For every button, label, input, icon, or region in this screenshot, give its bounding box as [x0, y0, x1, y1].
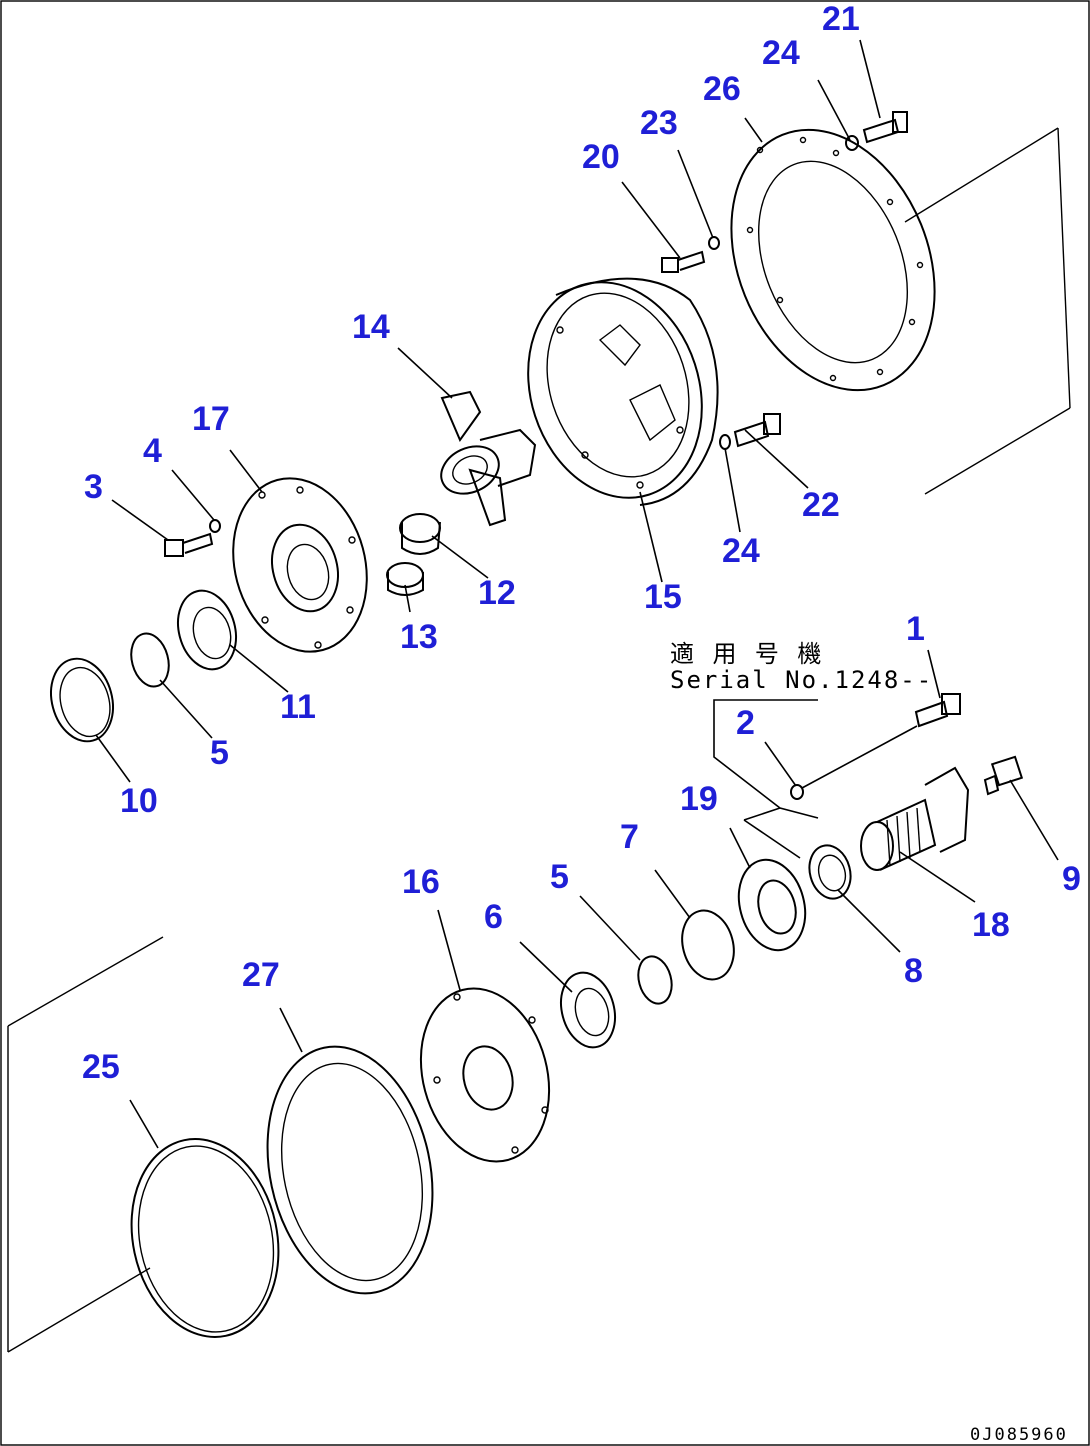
callout-18: 18 — [972, 906, 1010, 944]
part-12-bushing — [399, 513, 441, 555]
part-27-gasket — [266, 1045, 434, 1295]
callout-7: 7 — [620, 818, 639, 856]
callout-21: 21 — [822, 0, 860, 38]
callout-20: 20 — [582, 138, 620, 176]
callout-15: 15 — [644, 578, 682, 616]
part-4-washer — [209, 519, 221, 533]
callout-25: 25 — [82, 1048, 120, 1086]
callout-10: 10 — [120, 782, 158, 820]
part-1-bolt — [914, 693, 961, 728]
part-26-gasket — [730, 128, 936, 392]
part-25-o-ring — [130, 1138, 280, 1338]
part-18-shaft — [860, 766, 970, 871]
part-24-washer-lower — [719, 434, 731, 450]
part-3-bolt — [164, 532, 214, 557]
part-6-bearing — [560, 971, 616, 1049]
part-24-washer-upper — [845, 135, 859, 151]
part-10-seal — [50, 657, 114, 743]
section-boundary-upper — [904, 127, 1071, 495]
part-21-bolt — [862, 111, 908, 144]
callout-16: 16 — [402, 863, 440, 901]
callout-22: 22 — [802, 486, 840, 524]
callout-11: 11 — [280, 688, 316, 726]
callout-26: 26 — [703, 70, 741, 108]
callout-5-upper: 5 — [210, 734, 229, 772]
part-8-bearing — [808, 844, 852, 900]
callout-23: 23 — [640, 104, 678, 142]
part-17-cover — [232, 477, 368, 653]
part-11-bearing — [177, 589, 237, 671]
part-9-plug — [983, 755, 1024, 796]
callout-14: 14 — [352, 308, 390, 346]
section-boundary-lower — [7, 936, 164, 1353]
part-5-snap-ring-lower — [637, 955, 673, 1005]
part-16-plate — [419, 987, 551, 1163]
callout-17: 17 — [192, 400, 230, 438]
part-2-washer — [790, 784, 804, 800]
callout-24-lower: 24 — [722, 532, 760, 570]
serial-note-line2: Serial No.1248-- — [670, 666, 933, 694]
callout-5-lower: 5 — [550, 858, 569, 896]
callout-4: 4 — [143, 432, 162, 470]
serial-note-line1: 適 用 号 機 — [670, 640, 823, 668]
callout-8: 8 — [904, 952, 923, 990]
callout-24-upper: 24 — [762, 34, 800, 72]
part-23-washer — [708, 236, 720, 250]
callout-3: 3 — [84, 468, 103, 506]
drawing-code: 0J085960 — [970, 1425, 1068, 1445]
callout-13: 13 — [400, 618, 438, 656]
part-7-o-ring — [681, 909, 735, 981]
part-22-bolt — [733, 413, 781, 448]
part-14-carrier — [440, 390, 537, 527]
callout-27: 27 — [242, 956, 280, 994]
callout-9: 9 — [1062, 860, 1081, 898]
callout-12: 12 — [478, 574, 516, 612]
part-19-retainer — [737, 858, 807, 952]
part-5-snap-ring-upper — [130, 632, 170, 688]
leader-lines — [95, 39, 1059, 1149]
callout-19: 19 — [680, 780, 718, 818]
part-20-bolt — [661, 250, 706, 273]
callout-6: 6 — [484, 898, 503, 936]
part-15-housing — [527, 277, 719, 506]
callout-2: 2 — [736, 704, 755, 742]
callout-1: 1 — [906, 610, 925, 648]
serial-note-bracket — [713, 699, 819, 859]
part-13-bushing — [386, 562, 424, 596]
